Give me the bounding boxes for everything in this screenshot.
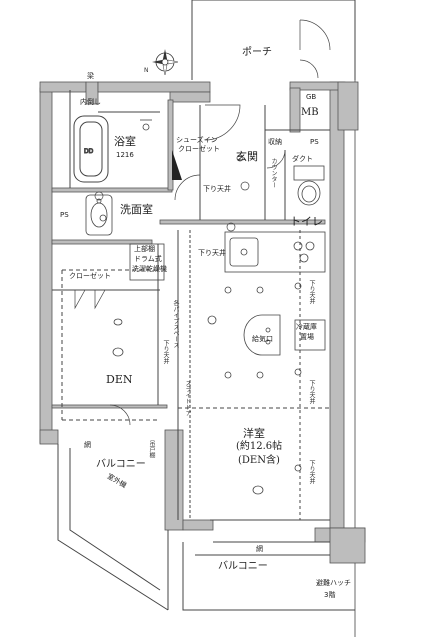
closet-doors [74,289,106,310]
drop-ceiling-label-3: 下り天井 [308,380,315,404]
partitions [52,90,330,521]
shoes-closet-icon [172,150,182,180]
air-vent-label: 給気口 [252,335,273,343]
piping-label: 各パイプスペース [172,300,179,348]
bath-label: 浴室 [114,135,136,148]
net-label-1: 網 [84,441,91,449]
svg-text:DD: DD [84,148,94,155]
western-size-label: (約12.6帖 [236,441,283,452]
lights [99,154,302,495]
den-label: DEN [106,373,133,386]
fridge-label-1: 冷蔵庫 [296,323,317,331]
ps-right-label: PS [310,138,319,146]
western-note-label: (DEN含) [238,455,280,466]
beam-label: 梁 [87,72,94,80]
washbasin-icon [85,194,113,236]
storage-top-label: 内倒し [80,98,101,106]
hanging-label: 吊戸棚 [148,440,155,458]
storage-label: 収納 [268,138,282,146]
drop-ceiling-label-1: 下り天井 [162,340,169,364]
western-label: 洋室 [243,427,265,440]
drop-ceiling-label-4: 下り天井 [308,460,315,484]
entrance-label: 玄関 [236,150,258,163]
dryer-label-2: ドラム式 [134,255,162,263]
balcony-1-label: バルコニー [96,459,146,470]
hatch-label-1: 避難ハッチ [316,579,351,587]
dryer-icon [129,243,165,281]
porch-label: ポーチ [242,47,272,58]
net-label-2: 網 [256,545,263,553]
toilet-label: トイレ [290,215,323,228]
compass-icon: N [144,49,179,76]
counter-label: カウンター [270,158,277,188]
shoes-closet-label-2: クローゼット [178,145,220,153]
closet-label: クローゼット [69,272,111,280]
shoes-closet-label: シューズイン [176,136,218,144]
fridge-label-2: 置場 [300,333,314,341]
duct-label: ダクト [292,155,313,163]
counter-icon [243,314,281,356]
mb-label: MB [301,107,319,118]
sliding-door-label: スライドドア [184,380,191,416]
kitchen-icon [224,231,326,273]
markers [94,181,250,232]
bath-size-label: 1216 [116,151,134,159]
dryer-label-1: 上部棚 [134,245,155,253]
washroom-label: 洗面室 [120,203,153,216]
drop-ceiling-label-5: 下り天井 [198,249,226,257]
drop-ceiling-label-6: 下り天井 [203,185,231,193]
shower-icon [140,119,152,131]
balconies [57,444,355,611]
svg-text:N: N [144,67,149,74]
hatch-label-2: 3階 [324,591,336,599]
drop-ceiling-label-2: 下り天井 [308,280,315,304]
doors [109,19,331,426]
toilet-icon [293,165,325,206]
ps-left-label: PS [60,211,69,219]
gb-label: GB [306,93,317,101]
bathtub-icon: DD [73,115,109,183]
balcony-2-label: バルコニー [218,561,268,572]
dryer-label-3: 洗濯乾燥機 [132,265,167,273]
